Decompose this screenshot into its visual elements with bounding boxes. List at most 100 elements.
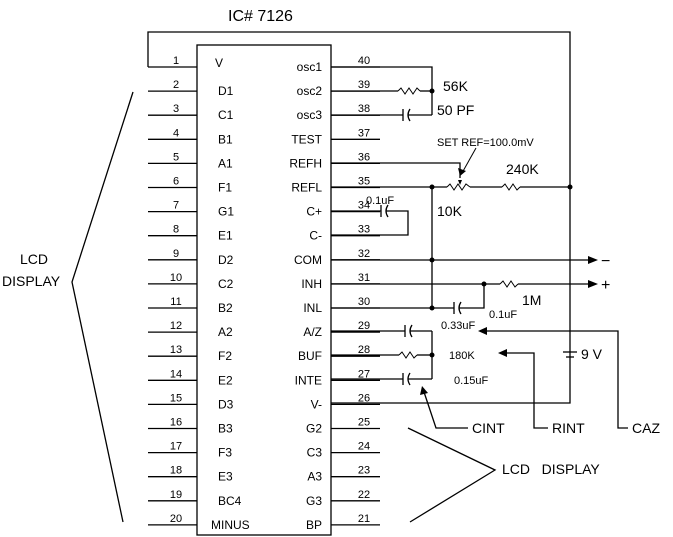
left-pin-label: A1: [218, 156, 233, 170]
right-pin-label: INL: [303, 301, 322, 315]
left-pin-number: 13: [170, 344, 182, 356]
right-pin-label: BUF: [298, 349, 322, 363]
left-pin-number: 16: [170, 417, 182, 429]
left-pin-number: 11: [170, 296, 181, 308]
left-pin-number: 14: [170, 368, 182, 380]
left-pin-number: 10: [170, 272, 182, 284]
set-ref-label: SET REF=100.0mV: [437, 137, 534, 149]
left-pin-label: C1: [218, 108, 234, 122]
right-pin-number: 31: [358, 272, 370, 284]
terminal-minus: −: [601, 253, 610, 270]
right-pin-label: C-: [309, 229, 322, 243]
left-pin-label: D2: [218, 253, 234, 267]
right-pin-label: C3: [307, 446, 323, 460]
right-pin-label: BP: [306, 518, 322, 532]
caz-callout: CAZ: [632, 420, 660, 436]
osc-capacitor-label: 50 PF: [437, 102, 474, 118]
osc-resistor-label: 56K: [443, 78, 469, 94]
left-pin-number: 18: [170, 465, 182, 477]
left-pin-number: 2: [173, 79, 179, 91]
right-pin-label: G2: [306, 422, 322, 436]
right-pin-label: osc1: [297, 60, 323, 74]
left-pin-label: E3: [218, 470, 233, 484]
right-pin-number: 22: [358, 489, 370, 501]
right-pin-label: G3: [306, 494, 322, 508]
ref-capacitor-label: 0.1uF: [366, 195, 394, 207]
right-pin-label: TEST: [291, 132, 322, 146]
int-capacitor-label: 0.15uF: [454, 375, 489, 387]
right-pin-number: 32: [358, 248, 370, 260]
right-pin-label: osc3: [297, 108, 323, 122]
left-pin-number: 19: [170, 489, 182, 501]
left-pin-label: A2: [218, 325, 233, 339]
right-pin-number: 37: [358, 127, 370, 139]
wiring: [71, 31, 628, 523]
input-resistor-label: 1M: [522, 292, 541, 308]
lcd-left-line2: DISPLAY: [2, 273, 61, 289]
battery-label: 9 V: [581, 346, 603, 362]
right-pin-label: osc2: [297, 84, 323, 98]
diagram-title: IC# 7126: [228, 8, 293, 25]
right-pin-number: 33: [358, 224, 370, 236]
component-labels: 56K 50 PF SET REF=100.0mV 240K 10K 0.1uF…: [2, 78, 660, 477]
left-pin-label: MINUS: [211, 518, 250, 532]
left-pin-label: B2: [218, 301, 233, 315]
right-pin-label: V-: [311, 397, 322, 411]
right-pin-number: 40: [358, 55, 370, 67]
right-pin-label: C+: [306, 205, 322, 219]
left-pin-number: 3: [173, 103, 179, 115]
right-pin-number: 27: [358, 368, 370, 380]
right-pin-number: 25: [358, 417, 370, 429]
left-pin-number: 12: [170, 320, 182, 332]
right-pin-number: 36: [358, 151, 370, 163]
left-pin-number: 15: [170, 392, 182, 404]
right-pin-label: A3: [307, 470, 322, 484]
pot-label: 10K: [437, 203, 463, 219]
left-pin-number: 20: [170, 513, 182, 525]
right-pin-label: INH: [301, 277, 322, 291]
terminal-plus: +: [601, 277, 610, 294]
ic-body: [196, 44, 332, 536]
left-pin-number: 4: [173, 127, 179, 139]
left-pin-label: C2: [218, 277, 234, 291]
left-pin-label: D3: [218, 397, 234, 411]
lcd-left-line1: LCD: [20, 251, 48, 267]
right-pin-number: 24: [358, 441, 370, 453]
cint-callout: CINT: [472, 420, 505, 436]
left-pin-number: 6: [173, 176, 179, 188]
right-pin-label: A/Z: [303, 325, 322, 339]
left-pin-number: 8: [173, 224, 179, 236]
right-pin-label: COM: [294, 253, 322, 267]
inl-capacitor-label: 0.1uF: [489, 309, 517, 321]
right-pin-number: 34: [358, 200, 370, 212]
right-pin-label: REFL: [291, 181, 322, 195]
left-pin-label: B1: [218, 132, 233, 146]
left-pin-label: G1: [218, 205, 234, 219]
ic-center-label: V: [215, 56, 223, 70]
right-pin-number: 29: [358, 320, 370, 332]
right-pin-number: 23: [358, 465, 370, 477]
right-pin-label: REFH: [289, 156, 322, 170]
ref-resistor-label: 240K: [506, 161, 539, 177]
right-pin-group: 40osc139osc238osc337TEST36REFH35REFL34C+…: [289, 55, 380, 532]
int-resistor-label: 180K: [449, 350, 475, 362]
rint-callout: RINT: [552, 420, 585, 436]
left-pin-number: 7: [173, 200, 179, 212]
right-pin-number: 35: [358, 176, 370, 188]
right-pin-number: 38: [358, 103, 370, 115]
left-pin-label: BC4: [218, 494, 242, 508]
left-pin-label: E2: [218, 373, 233, 387]
left-pin-number: 1: [173, 55, 179, 67]
left-pin-label: E1: [218, 229, 233, 243]
left-pin-label: B3: [218, 422, 233, 436]
right-pin-label: INTE: [295, 373, 322, 387]
right-pin-number: 21: [358, 513, 370, 525]
left-pin-label: F3: [218, 446, 232, 460]
az-capacitor-label: 0.33uF: [441, 320, 476, 332]
left-pin-label: F2: [218, 349, 232, 363]
lcd-right-label: LCD DISPLAY: [502, 461, 600, 477]
right-pin-number: 28: [358, 344, 370, 356]
left-pin-label: D1: [218, 84, 234, 98]
